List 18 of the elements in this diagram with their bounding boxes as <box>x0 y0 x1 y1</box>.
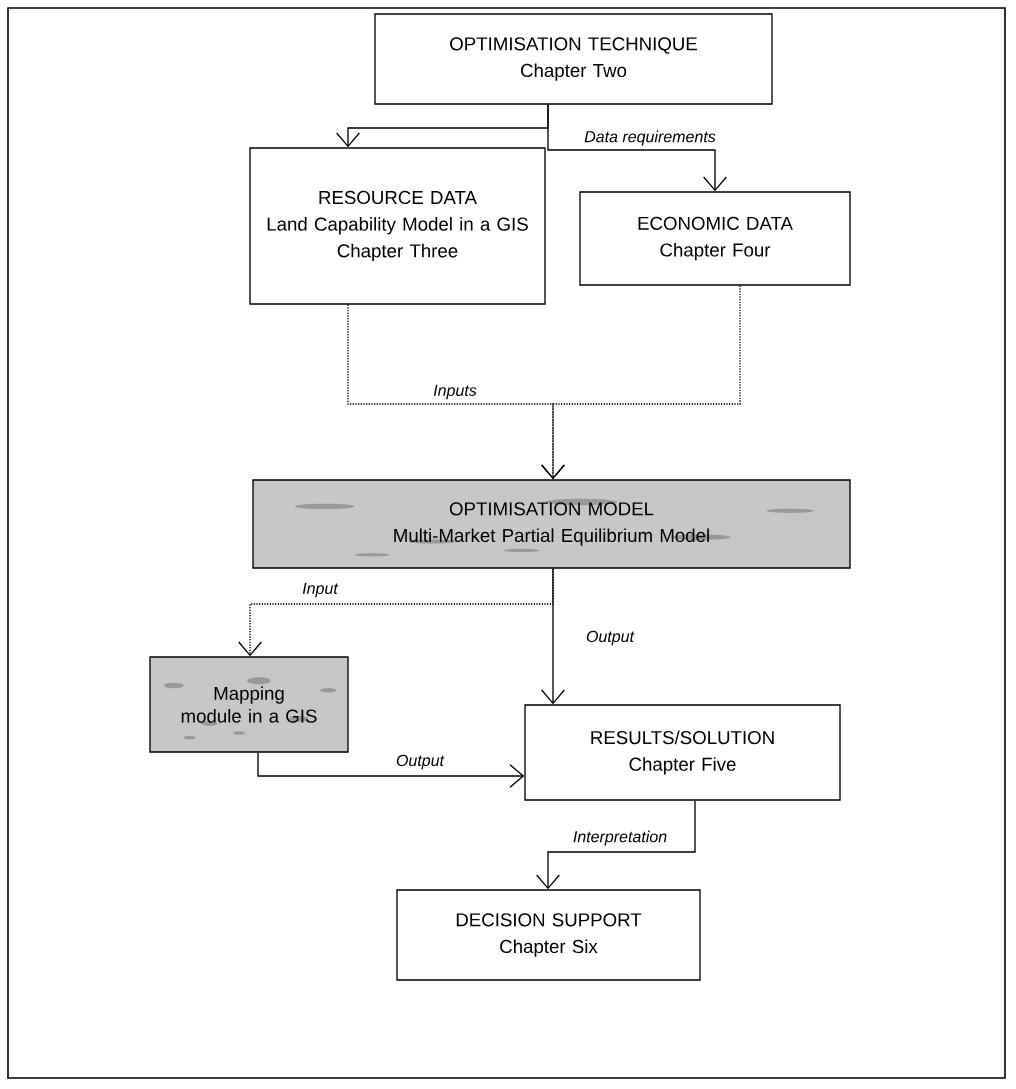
process-box: Mapping module in a GIS <box>149 656 349 753</box>
process-box: RESULTS/SOLUTION Chapter Five <box>524 704 841 801</box>
process-box: ECONOMIC DATA Chapter Four <box>579 191 851 286</box>
arrow <box>547 104 727 192</box>
edge-label: Data requirements <box>582 129 718 147</box>
edge-label: Input <box>300 581 340 599</box>
edge-label: Output <box>394 753 446 771</box>
edge-label: Interpretation <box>571 829 669 847</box>
process-box: DECISION SUPPORT Chapter Six <box>396 889 701 981</box>
arrow <box>257 752 525 788</box>
edge-label: Output <box>584 629 636 647</box>
process-box: OPTIMISATION TECHNIQUE Chapter Two <box>374 13 773 105</box>
edge-label: Inputs <box>431 383 479 401</box>
process-box: RESOURCE DATA Land Capability Model in a GIS Chapter Three <box>249 147 546 305</box>
process-box: OPTIMISATION MODEL Multi-Market Partial Equilibrium Model <box>252 479 851 569</box>
arrow <box>541 568 565 705</box>
arrow <box>541 285 741 480</box>
arrow <box>536 800 696 890</box>
